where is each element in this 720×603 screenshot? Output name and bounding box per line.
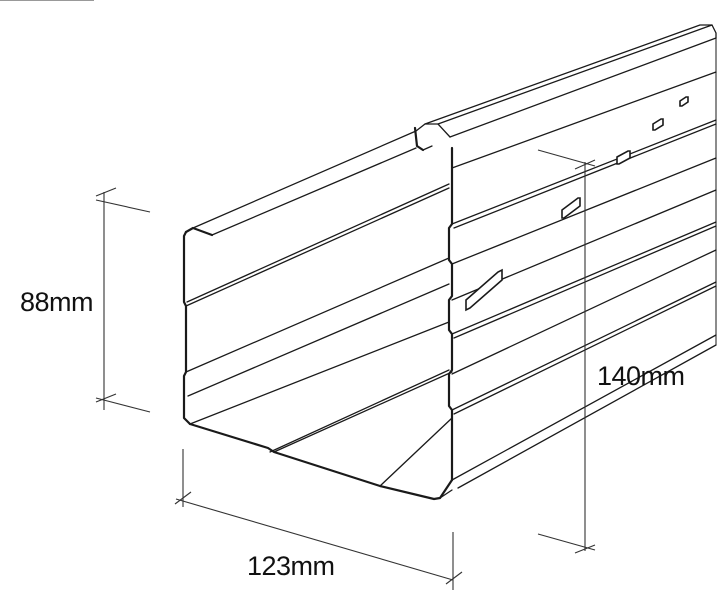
dimension-88mm [0, 0, 151, 413]
channel-base [188, 369, 454, 501]
short-wall [182, 130, 450, 426]
dimension-label-140mm: 140mm [597, 361, 685, 391]
dimension-140mm [537, 149, 596, 554]
tall-wall-ribs [451, 32, 717, 489]
dimension-label-88mm: 88mm [20, 287, 94, 317]
wall-slots [465, 96, 689, 312]
dimension-123mm [174, 449, 463, 590]
dimension-label-123mm: 123mm [247, 551, 335, 581]
tall-wall-profile [447, 146, 454, 482]
tall-wall-top-flange [413, 24, 717, 169]
